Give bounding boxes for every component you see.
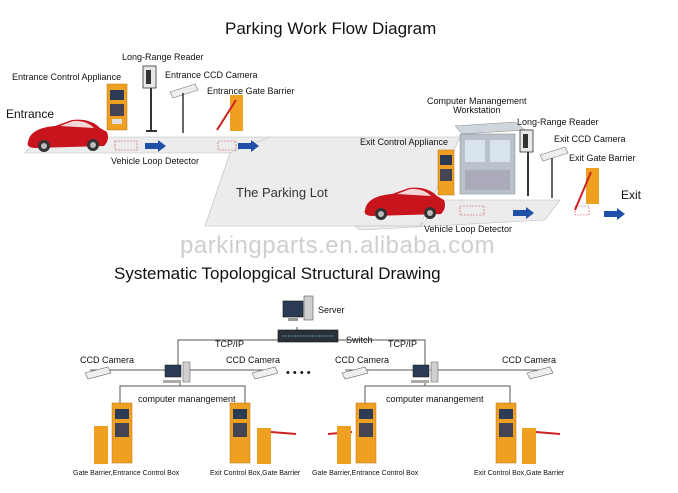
ccd-camera-4-label: CCD Camera <box>502 355 557 365</box>
entrance-control-box <box>106 83 128 131</box>
server-computer <box>282 295 314 321</box>
parking-lot-label: The Parking Lot <box>236 185 328 200</box>
workstation-pc-left <box>163 361 191 383</box>
exit-ccd-camera-label: Exit CCD Camera <box>554 134 626 144</box>
topo-camera-1 <box>84 366 112 380</box>
entrance-control-appliance-label: Entrance Control Appliance <box>12 72 122 82</box>
direction-arrow-2 <box>238 140 259 152</box>
management-workstation-label: Computer Manangement Workstation <box>427 96 527 115</box>
watermark: parkingparts.en.alibaba.com <box>180 232 496 259</box>
vehicle-loop-detector-1-label: Vehicle Loop Detector <box>111 156 200 166</box>
entrance-car <box>27 119 109 152</box>
server-label: Server <box>318 305 345 315</box>
long-range-reader-2-label: Long-Range Reader <box>517 117 599 127</box>
caption-unit-1: Gate Barrier,Entrance Control Box <box>73 470 180 477</box>
exit-control-appliance-label: Exit Control Appliance <box>360 137 449 147</box>
topology-title: Systematic Topolopgical Structural Drawi… <box>114 264 441 283</box>
switch-label: Switch <box>346 335 373 345</box>
entrance-gate-barrier-label: Entrance Gate Barrier <box>207 86 295 96</box>
exit-gate-barrier <box>574 168 599 211</box>
entrance-ccd-camera <box>169 83 199 133</box>
topo-unit-1 <box>94 402 133 464</box>
topo-unit-3 <box>327 402 377 464</box>
workstation-pc-right <box>411 361 439 383</box>
topo-camera-4 <box>526 366 554 380</box>
network-switch <box>277 329 339 343</box>
direction-arrow-4 <box>604 208 625 220</box>
entrance-label: Entrance <box>6 107 55 121</box>
vehicle-loop-detector-2-label: Vehicle Loop Detector <box>424 224 513 234</box>
topo-unit-4 <box>495 402 561 464</box>
ccd-camera-2-label: CCD Camera <box>226 355 281 365</box>
entrance-ccd-camera-label: Entrance CCD Camera <box>165 70 258 80</box>
caption-unit-2: Exit Control Box,Gate Barrier <box>210 470 301 477</box>
topo-camera-3 <box>341 366 369 380</box>
direction-arrow-1 <box>145 140 166 152</box>
long-range-reader-2 <box>519 129 534 196</box>
exit-gate-barrier-label: Exit Gate Barrier <box>569 153 636 163</box>
ccd-camera-1-label: CCD Camera <box>80 355 135 365</box>
exit-car <box>364 187 445 220</box>
loop-detector-entrance <box>114 140 138 151</box>
caption-unit-3: Gate Barrier,Entrance Control Box <box>312 470 419 477</box>
caption-unit-4: Exit Control Box,Gate Barrier <box>474 470 565 477</box>
long-range-reader-1 <box>142 65 157 132</box>
tcpip-left-label: TCP/IP <box>215 339 245 349</box>
loop-detector-entrance-2 <box>217 140 237 151</box>
flow-title: Parking Work Flow Diagram <box>225 19 437 38</box>
tcpip-right-label: TCP/IP <box>388 339 418 349</box>
exit-road <box>354 199 561 231</box>
direction-arrow-3 <box>513 207 534 219</box>
computer-management-right-label: computer manangement <box>386 394 484 404</box>
exit-control-box <box>437 149 455 196</box>
long-range-reader-1-label: Long-Range Reader <box>122 52 204 62</box>
exit-ccd-camera <box>539 146 569 198</box>
entrance-gate-barrier <box>216 95 243 131</box>
computer-management-left-label: computer manangement <box>138 394 236 404</box>
management-workstation <box>454 121 526 195</box>
topo-camera-2 <box>251 366 279 380</box>
ccd-camera-3-label: CCD Camera <box>335 355 390 365</box>
topo-unit-2 <box>229 402 297 464</box>
loop-detector-exit <box>459 205 485 216</box>
loop-detector-exit-2 <box>574 205 590 216</box>
more-units-dots: • • • • <box>286 367 311 379</box>
exit-label: Exit <box>621 188 642 202</box>
